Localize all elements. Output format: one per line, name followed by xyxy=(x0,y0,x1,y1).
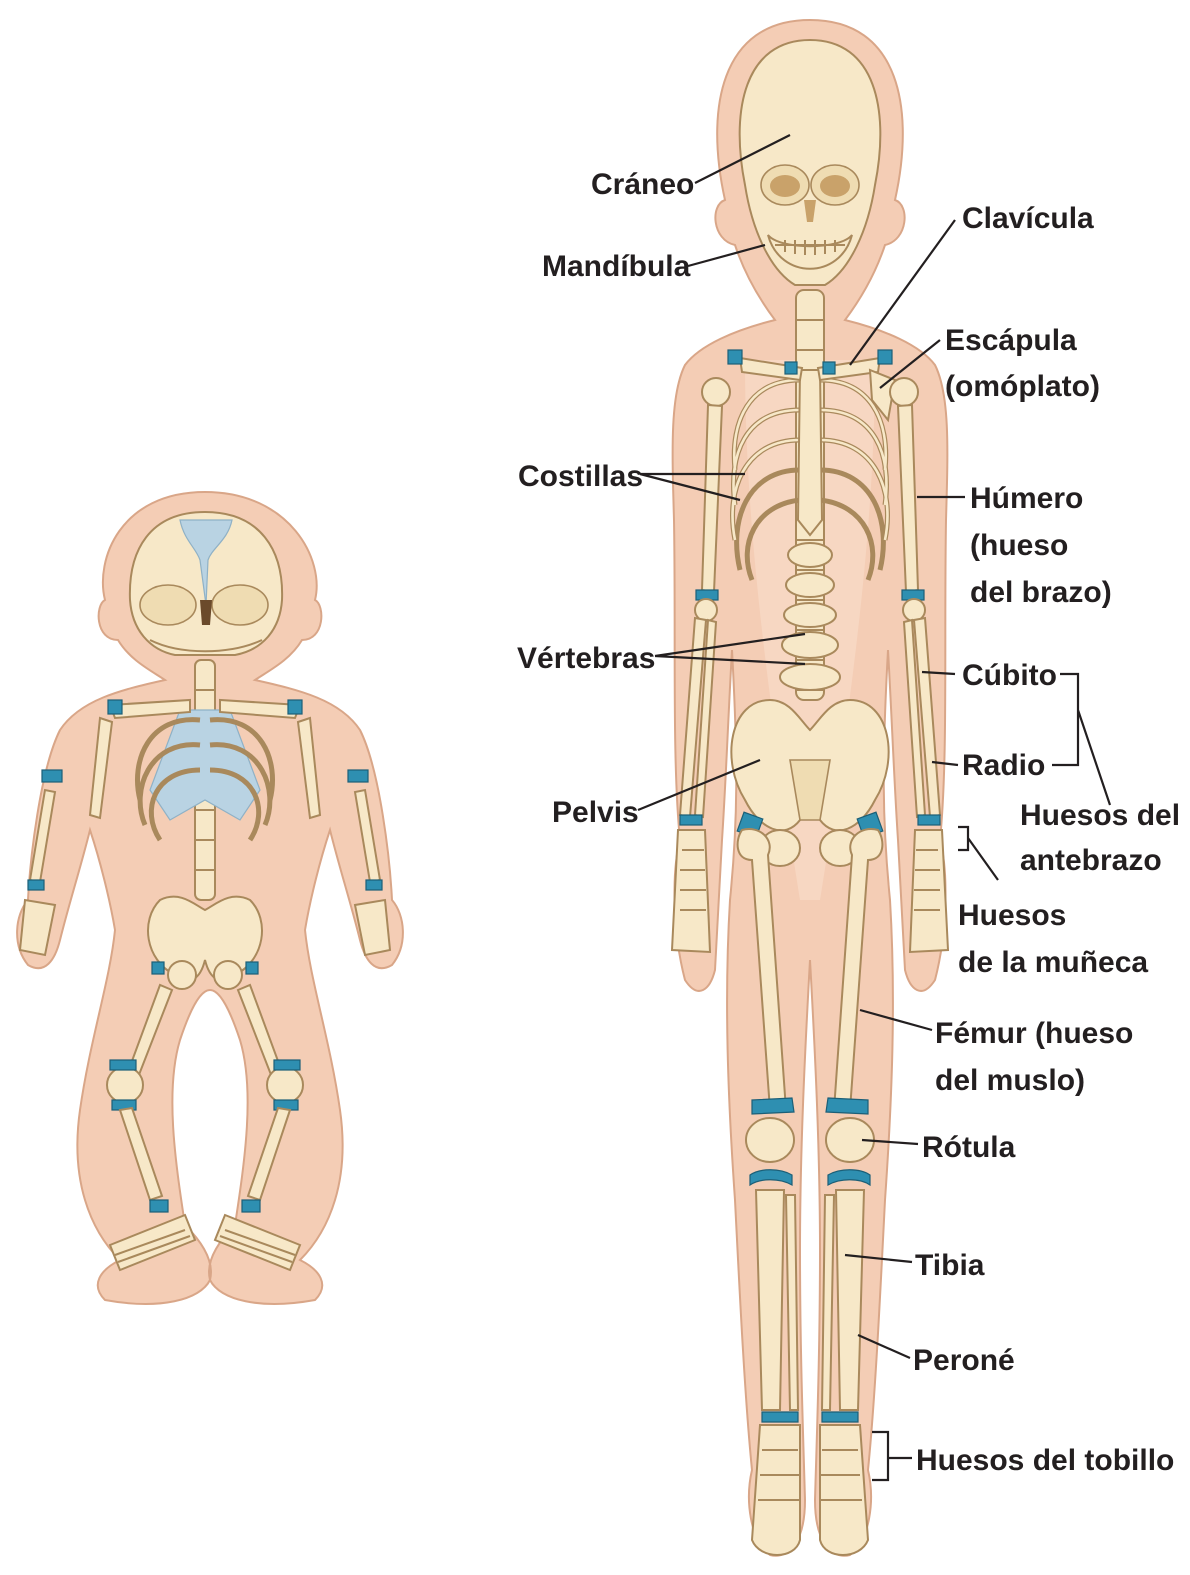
label-humero-line2: (hueso xyxy=(970,529,1068,562)
leader-muneca xyxy=(958,827,998,880)
label-muneca-line2: de la muñeca xyxy=(958,946,1148,979)
child-figure xyxy=(672,20,948,1556)
label-tibia: Tibia xyxy=(915,1249,985,1282)
label-cubito: Cúbito xyxy=(962,659,1057,692)
label-vertebras: Vértebras xyxy=(517,642,655,675)
label-antebrazo-line2: antebrazo xyxy=(1020,844,1162,877)
leader-tobillo xyxy=(872,1432,912,1480)
label-perone: Peroné xyxy=(913,1344,1015,1377)
baby-figure xyxy=(17,492,403,1304)
label-femur-line1: Fémur (hueso xyxy=(935,1017,1133,1050)
label-femur-line2: del muslo) xyxy=(935,1064,1085,1097)
label-muneca-line1: Huesos xyxy=(958,899,1066,932)
label-mandibula: Mandíbula xyxy=(542,250,691,283)
label-clavicula: Clavícula xyxy=(962,202,1094,235)
label-escapula-line2: (omóplato) xyxy=(945,370,1100,403)
label-craneo: Cráneo xyxy=(591,168,694,201)
baby-skull xyxy=(130,512,282,655)
label-costillas: Costillas xyxy=(518,460,643,493)
label-humero-line3: del brazo) xyxy=(970,576,1112,609)
label-humero-line1: Húmero xyxy=(970,482,1083,515)
label-antebrazo-line1: Huesos del xyxy=(1020,799,1180,832)
label-tobillo: Huesos del tobillo xyxy=(916,1444,1174,1477)
label-escapula-line1: Escápula xyxy=(945,324,1077,357)
label-radio: Radio xyxy=(962,749,1045,782)
label-rotula: Rótula xyxy=(922,1131,1016,1164)
label-pelvis: Pelvis xyxy=(552,796,639,829)
leader-antebrazo-bracket xyxy=(1052,674,1110,805)
